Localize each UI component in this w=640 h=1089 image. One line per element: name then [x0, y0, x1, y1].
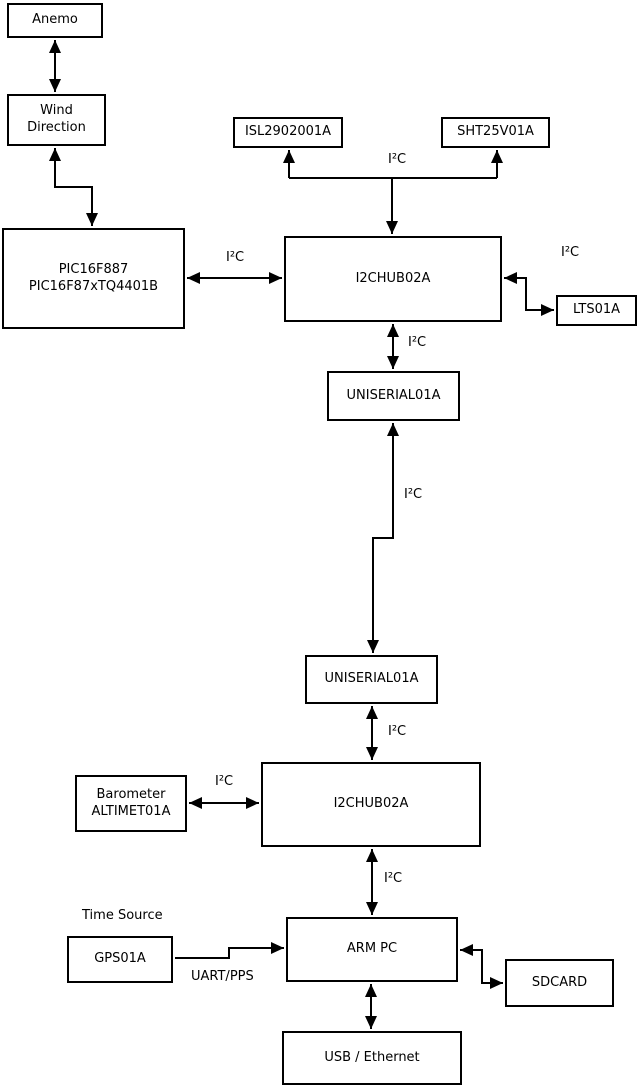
node-barometer-label-line1: Barometer: [96, 786, 166, 802]
i2c-label-uniserial1-uniserial2: I²C: [404, 487, 423, 502]
node-wind-direction-label-line2: Direction: [27, 120, 86, 135]
time-source-label: Time Source: [82, 908, 163, 923]
node-pic: PIC16F887 PIC16F87xTQ4401B: [2, 228, 185, 329]
node-barometer-label-line2: ALTIMET01A: [91, 803, 171, 819]
node-i2chub02a-top: I2CHUB02A: [284, 236, 502, 322]
node-uniserial01a-top: UNISERIAL01A: [327, 371, 460, 421]
node-lts01a-label: LTS01A: [572, 302, 621, 318]
i2c-label-hub2-armpc: I²C: [384, 871, 403, 886]
edge-hub1-lts: [504, 272, 554, 316]
node-anemo-label: Anemo: [32, 12, 78, 28]
i2c-label-uniserial2-hub2: I²C: [388, 724, 407, 739]
node-sht25v01a-label: SHT25V01A: [457, 124, 534, 140]
node-sdcard-label: SDCARD: [531, 974, 588, 990]
node-pic-label-line1: PIC16F887: [58, 261, 129, 277]
node-wind-direction: Wind Direction: [7, 94, 106, 146]
node-barometer: Barometer ALTIMET01A: [75, 775, 187, 832]
edge-uniserial1-uniserial2: [367, 423, 399, 653]
node-uniserial01a-bottom-label: UNISERIAL01A: [324, 671, 419, 687]
i2c-label-hub1-lts: I²C: [561, 245, 580, 260]
uart-pps-label: UART/PPS: [191, 969, 254, 984]
node-uniserial01a-bottom: UNISERIAL01A: [305, 655, 438, 704]
node-arm-pc: ARM PC: [286, 917, 458, 982]
node-usb-ethernet: USB / Ethernet: [282, 1031, 462, 1085]
node-pic-label-line2: PIC16F87xTQ4401B: [28, 278, 159, 294]
node-isl2902001a: ISL2902001A: [233, 117, 343, 148]
node-gps01a-label: GPS01A: [94, 951, 146, 967]
i2c-label-barometer-hub2: I²C: [215, 774, 234, 789]
node-arm-pc-label: ARM PC: [346, 941, 398, 957]
edge-wind-pic: [49, 148, 98, 226]
i2c-label-bus: I²C: [388, 152, 407, 167]
node-i2chub02a-bottom-label: I2CHUB02A: [333, 796, 409, 812]
node-i2chub02a-top-label: I2CHUB02A: [355, 270, 431, 286]
edge-armpc-sdcard: [460, 944, 503, 989]
node-i2chub02a-bottom: I2CHUB02A: [261, 762, 481, 847]
node-gps01a: GPS01A: [67, 936, 173, 983]
node-sht25v01a: SHT25V01A: [441, 117, 550, 148]
node-uniserial01a-top-label: UNISERIAL01A: [346, 387, 441, 403]
node-lts01a: LTS01A: [556, 295, 637, 326]
node-isl2902001a-label: ISL2902001A: [244, 124, 332, 140]
edge-gps-armpc: [175, 942, 284, 959]
node-sdcard: SDCARD: [505, 959, 614, 1007]
i2c-label-hub1-uniserial1: I²C: [408, 335, 427, 350]
node-anemo: Anemo: [7, 3, 103, 38]
node-usb-ethernet-label: USB / Ethernet: [324, 1049, 420, 1065]
node-wind-direction-label-line1: Wind: [40, 103, 73, 119]
i2c-label-pic-hub1: I²C: [226, 250, 245, 265]
